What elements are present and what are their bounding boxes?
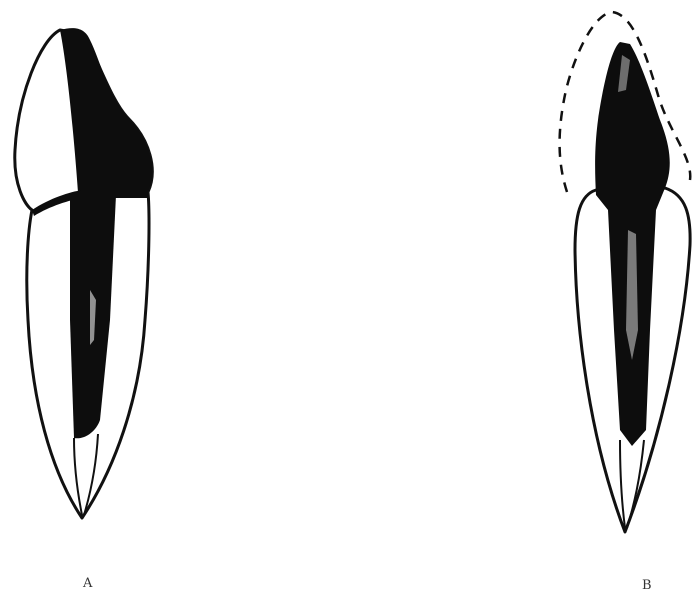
tooth-diagram-a (15, 28, 152, 518)
tooth-diagram-b (560, 12, 691, 532)
panel-label-a: A (83, 576, 92, 591)
panel-label-b: B (642, 578, 652, 593)
